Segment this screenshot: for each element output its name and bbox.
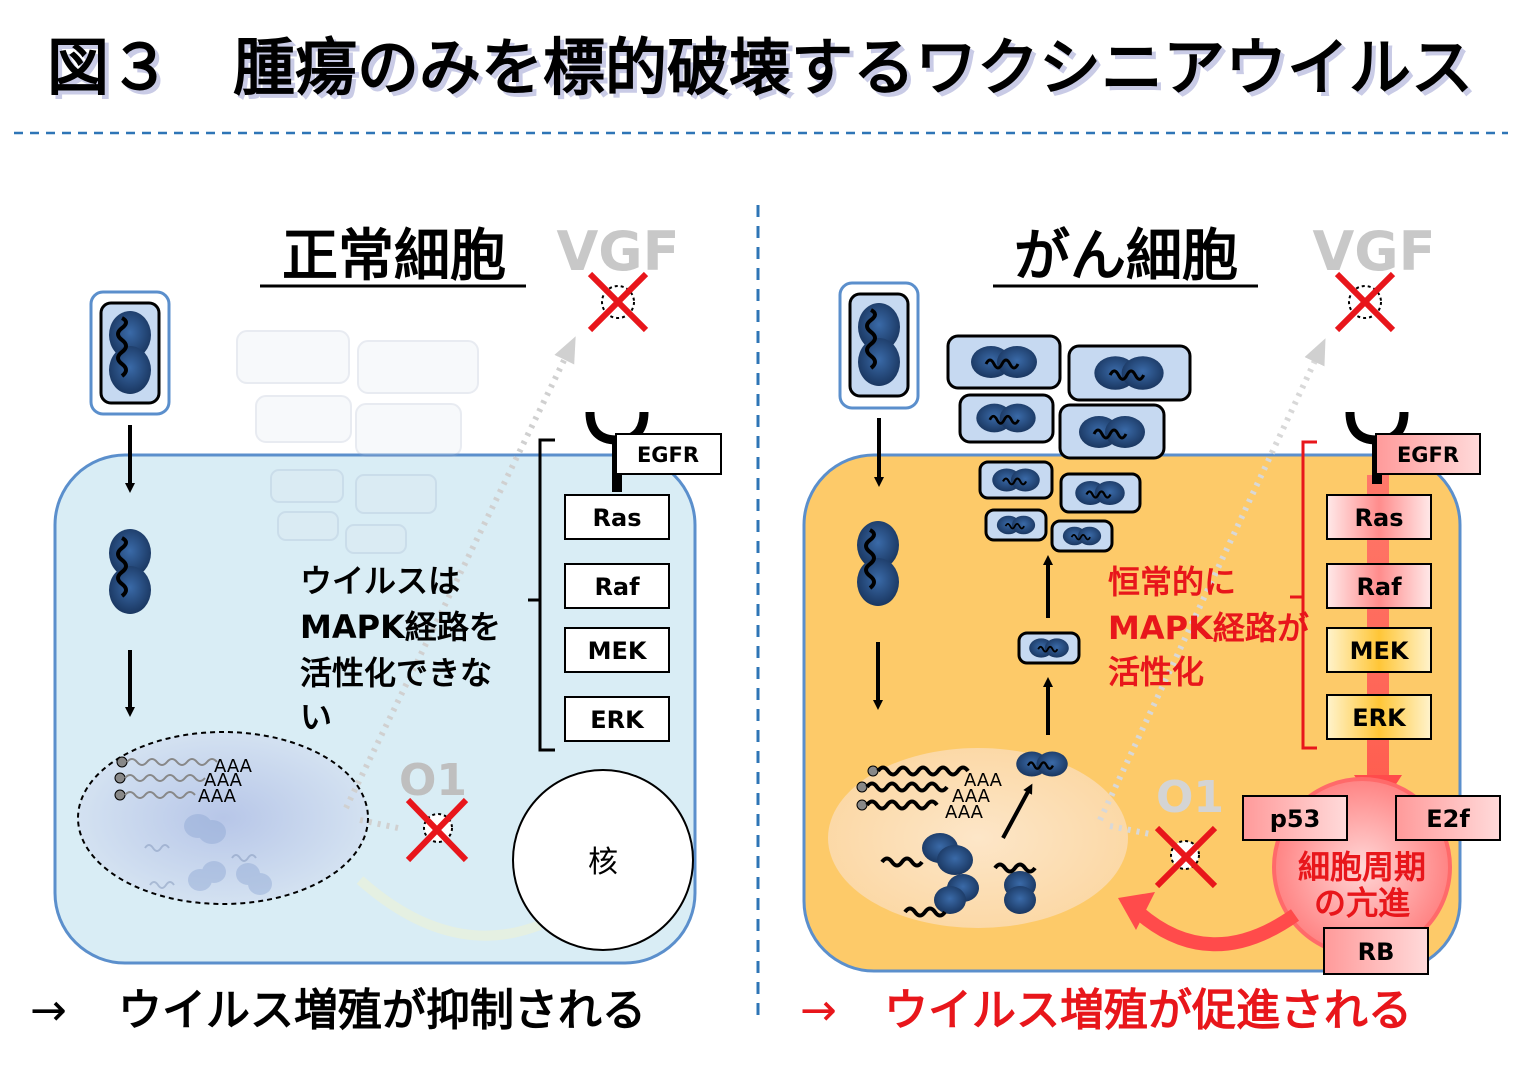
cancer-kinase-raf: Raf — [1356, 573, 1402, 601]
normal-o1-label: O1 — [399, 755, 467, 806]
cancer-cycle-line-1: 細胞周期 — [1298, 848, 1426, 886]
cancer-virus-core — [857, 521, 899, 606]
cancer-note-line-3: 活性化 — [1108, 653, 1204, 691]
normal-kinase-erk-box — [564, 696, 670, 742]
cancer-kinase-mek-box — [1326, 627, 1432, 673]
cancer-mrna-tail-2: AAA — [952, 786, 991, 807]
normal-note-line-4: い — [300, 698, 332, 736]
normal-nucleus — [512, 769, 694, 951]
normal-vgf-label: VGF — [556, 220, 679, 283]
normal-virus-core — [109, 529, 151, 614]
cancer-incoming-virion — [838, 281, 920, 410]
normal-kinase-mek: MEK — [588, 637, 648, 665]
normal-result: ウイルス増殖が抑制される — [118, 985, 646, 1036]
cancer-vgf-blocked-icon — [1334, 271, 1396, 333]
cancer-result: ウイルス増殖が促進される — [884, 985, 1412, 1036]
normal-nucleus-label: 核 — [588, 845, 618, 880]
normal-incoming-virion — [89, 290, 171, 416]
normal-note-line-1: ウイルスは — [300, 562, 460, 600]
normal-kinase-ras: Ras — [593, 504, 642, 532]
normal-faint-virions — [144, 814, 272, 895]
cancer-o1-label: O1 — [1156, 772, 1224, 823]
normal-o1-pathway-arrow — [359, 817, 399, 831]
cancer-p53-box — [1242, 795, 1348, 841]
cancer-wrapped-virion — [1017, 631, 1081, 665]
cancer-mrna-tail-3: AAA — [945, 802, 984, 823]
cancer-vgf-label: VGF — [1312, 220, 1435, 283]
cancer-viral-factory — [828, 748, 1128, 928]
cancer-o1-pathway-arrow — [1109, 823, 1151, 837]
cancer-e2f-label: E2f — [1426, 805, 1470, 833]
normal-mrna-tail-3: AAA — [198, 786, 237, 807]
normal-panel: 正常細胞 VGF — [30, 220, 722, 1036]
figure-title: 図３ 腫瘍のみを標的破壊するワクシニアウイルス 図３ 腫瘍のみを標的破壊するワク… — [47, 31, 1477, 108]
cancer-rb-box — [1323, 927, 1429, 975]
cancer-assembling-virions — [880, 833, 1037, 918]
cancer-kinase-raf-box — [1326, 563, 1432, 609]
cancer-egfr-label: EGFR — [1397, 443, 1459, 467]
normal-vgf-blocked-icon — [587, 271, 649, 333]
normal-kinase-ras-box — [564, 494, 670, 540]
normal-pathway-bracket — [528, 438, 555, 752]
normal-mrna-tail-2: AAA — [204, 770, 243, 791]
normal-kinase-erk: ERK — [590, 706, 645, 734]
cancer-kinase-ras-box — [1326, 494, 1432, 540]
cancer-e2f-box — [1395, 795, 1501, 841]
cancer-kinase-erk: ERK — [1352, 704, 1407, 732]
cancer-kinase-mek: MEK — [1350, 637, 1410, 665]
normal-note-line-2: MAPK経路を — [300, 608, 501, 646]
cancer-feedback-arrowhead — [1118, 892, 1155, 930]
cancer-kinase-erk-box — [1326, 694, 1432, 740]
normal-heading: 正常細胞 — [282, 224, 506, 289]
cancer-maturation-arrow-1 — [1001, 783, 1033, 839]
normal-faded-feedback-arrow — [356, 876, 542, 941]
cancer-mature-virion — [1015, 750, 1069, 778]
cancer-egfr-box — [1375, 433, 1481, 475]
cancer-note-line-1: 恒常的に — [1108, 563, 1236, 601]
normal-mrna-group — [114, 756, 218, 801]
cancer-cycle-line-2: の亢進 — [1314, 884, 1410, 922]
title-shadow: 図３ 腫瘍のみを標的破壊するワクシニアウイルス — [51, 35, 1477, 108]
cancer-p53-label: p53 — [1270, 805, 1321, 833]
cancer-note-line-2: MAPK経路が — [1108, 609, 1309, 647]
cancer-kinase-ras: Ras — [1355, 504, 1404, 532]
cancer-progeny-virions — [946, 334, 1192, 553]
normal-kinase-raf: Raf — [594, 573, 640, 601]
cancer-heading: がん細胞 — [1014, 224, 1238, 289]
normal-egfr-box — [615, 433, 722, 475]
cancer-result-arrow: → — [800, 985, 837, 1036]
normal-ghost-virions — [236, 330, 479, 554]
normal-result-arrow: → — [30, 985, 67, 1036]
cancer-vgf-pathway-arrow — [1097, 338, 1326, 822]
cancer-mrna-group — [856, 765, 970, 811]
normal-note-line-3: 活性化できな — [300, 654, 492, 692]
cancer-pathway-bracket — [1290, 440, 1317, 750]
title-text: 図３ 腫瘍のみを標的破壊するワクシニアウイルス — [47, 31, 1473, 104]
cancer-rb-label: RB — [1358, 938, 1395, 966]
normal-o1-blocked-icon — [405, 797, 469, 863]
cancer-mrna-tail-1: AAA — [964, 770, 1003, 791]
normal-kinase-mek-box — [564, 627, 670, 673]
cancer-panel: がん細胞 VGF — [800, 220, 1501, 1036]
normal-egfr-label: EGFR — [637, 443, 699, 467]
cancer-feedback-arrow — [1133, 906, 1300, 952]
cancer-o1-blocked-icon — [1154, 825, 1218, 889]
normal-mrna-tail-1: AAA — [214, 756, 253, 777]
normal-kinase-raf-box — [564, 563, 670, 609]
